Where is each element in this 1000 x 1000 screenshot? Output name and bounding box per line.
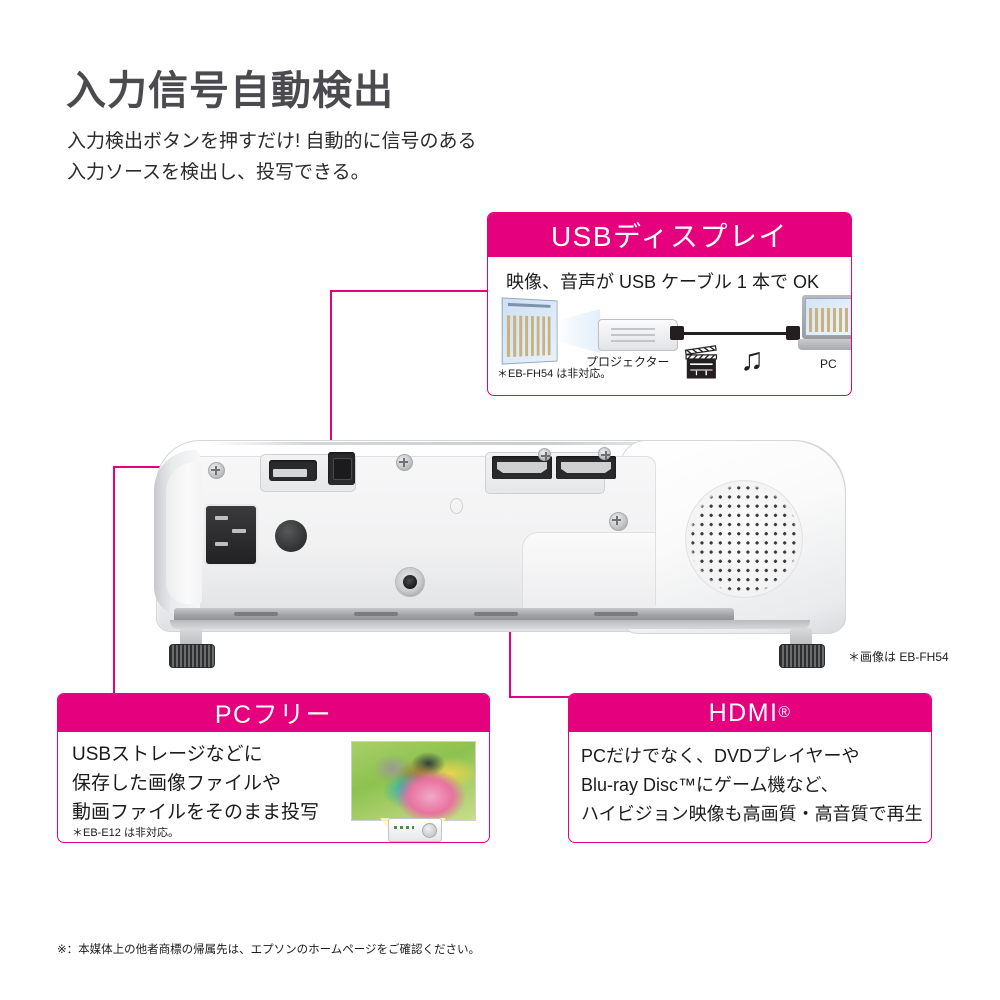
ac-pin-3 xyxy=(232,529,246,533)
audio-out-jack xyxy=(395,567,425,597)
screw-icon-a xyxy=(208,462,225,479)
mini-projector-lens xyxy=(422,823,437,838)
diagram-projector-label: プロジェクター xyxy=(586,355,670,369)
usb-display-caption: 映像、音声が USB ケーブル 1 本で OK xyxy=(506,272,819,292)
leader-line-usba-vertical xyxy=(113,466,115,694)
laptop-chart-bars xyxy=(809,308,851,332)
panel-pc-free-title: PCフリー xyxy=(58,694,489,732)
movie-clapper-icon: 🎬︎ xyxy=(680,343,722,380)
vent-line xyxy=(354,612,398,616)
projector-vent-line xyxy=(611,334,655,336)
pc-free-description: USBストレージなどに 保存した画像ファイルや 動画ファイルをそのまま投写 xyxy=(72,744,320,823)
usb-b-port xyxy=(328,452,355,485)
hdmi-port-1 xyxy=(492,456,552,479)
usb-cable-line xyxy=(676,332,792,335)
projector-base-shadow xyxy=(170,620,810,629)
screen-header-bar xyxy=(507,302,551,308)
hdmi-description: PCだけでなく、DVDプレイヤーや Blu-ray Disc™にゲーム機など、 … xyxy=(581,746,923,824)
vent-line xyxy=(594,612,638,616)
legal-footnote: ※：本媒体上の他者商標の帰属先は、エプソンのホームページをご確認ください。 xyxy=(57,944,481,956)
panel-hdmi-title-text: HDMI xyxy=(708,698,779,727)
projector-side-panel xyxy=(522,532,655,617)
laptop-screen xyxy=(805,298,851,336)
laptop-base xyxy=(798,339,851,350)
usb-a-port xyxy=(269,460,317,481)
registered-trademark-icon: ® xyxy=(778,704,792,721)
usb-display-note: ＊EB-FH54 は非対応。 xyxy=(497,368,612,380)
page-subtitle: 入力検出ボタンを押すだけ! 自動的に信号のある 入力ソースを検出し、投写できる。 xyxy=(67,131,477,183)
panel-hdmi-title: HDMI® xyxy=(569,694,931,732)
indicator-hole-icon xyxy=(450,498,463,514)
leader-line-usbb-vertical xyxy=(330,290,332,466)
projector-left-face xyxy=(166,462,202,604)
leader-line-usbb-horizontal xyxy=(330,290,488,292)
panel-usb-display-body: 映像、音声が USB ケーブル 1 本で OK プロジェクター 🎬︎ ♫ xyxy=(488,257,851,395)
projection-screen-icon xyxy=(501,297,558,365)
laptop-pc-icon xyxy=(798,295,851,357)
screen-chart-bars xyxy=(506,315,554,358)
projector-product-image xyxy=(150,432,850,672)
usb-plug-icon-right xyxy=(786,326,800,340)
kingfisher-photo xyxy=(351,741,476,821)
panel-pc-free-body: USBストレージなどに 保存した画像ファイルや 動画ファイルをそのまま投写 ＊E… xyxy=(58,732,489,842)
vent-line xyxy=(234,612,278,616)
product-image-note: ＊画像は EB-FH54 xyxy=(848,650,949,664)
front-foot-right xyxy=(790,628,812,648)
ac-pin-1 xyxy=(215,516,228,520)
ac-power-inlet xyxy=(204,504,258,566)
panel-pc-free: PCフリー USBストレージなどに 保存した画像ファイルや 動画ファイルをそのま… xyxy=(57,693,490,843)
panel-usb-display: USBディスプレイ 映像、音声が USB ケーブル 1 本で OK プロジェクタ… xyxy=(487,212,852,396)
adjustable-foot-right xyxy=(779,644,825,668)
ac-pin-2 xyxy=(215,542,228,546)
adjustable-foot-left xyxy=(169,644,215,668)
diagram-pc-label: PC xyxy=(820,357,837,371)
diagram-projector-icon xyxy=(598,319,678,351)
speaker-grille-icon xyxy=(685,480,803,598)
screw-icon-e xyxy=(609,512,628,531)
leader-line-hdmi-to-panel xyxy=(509,696,569,698)
panel-hdmi: HDMI® PCだけでなく、DVDプレイヤーや Blu-ray Disc™にゲー… xyxy=(568,693,932,843)
page-title: 入力信号自動検出 xyxy=(66,69,394,113)
hdmi-port-2 xyxy=(556,456,616,479)
projector-vent-line xyxy=(611,340,655,342)
projector-vent-line xyxy=(611,328,655,330)
screw-icon-d xyxy=(598,447,611,460)
screw-icon-b xyxy=(396,454,413,471)
rubber-foot-knob xyxy=(275,520,307,552)
mini-projector-buttons xyxy=(394,826,414,829)
laptop-lid xyxy=(802,295,851,339)
vent-line xyxy=(474,612,518,616)
panel-hdmi-body: PCだけでなく、DVDプレイヤーや Blu-ray Disc™にゲーム機など、 … xyxy=(569,732,931,842)
mini-projector-icon xyxy=(388,818,442,842)
music-note-icon: ♫ xyxy=(740,341,764,377)
bottom-vent-strip xyxy=(174,608,734,622)
screw-icon-c xyxy=(538,448,551,461)
front-foot-left xyxy=(180,628,202,648)
projector-top-seam xyxy=(206,442,766,445)
panel-usb-display-title: USBディスプレイ xyxy=(488,213,851,257)
light-beam-icon xyxy=(554,309,600,353)
pc-free-note: ＊EB-E12 は非対応。 xyxy=(72,827,179,839)
